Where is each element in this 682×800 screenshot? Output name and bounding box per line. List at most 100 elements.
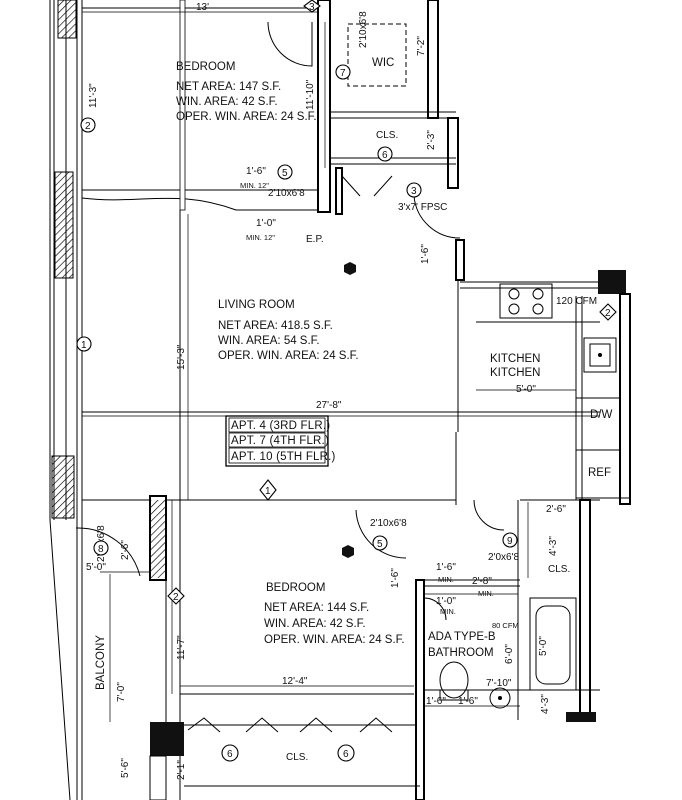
bathroom-title-2: BATHROOM [428, 647, 494, 659]
dim-5-0: 5'-0" [538, 636, 549, 656]
door-size-bath-closet: 2'0x6'8 [488, 552, 520, 563]
dim-living-height: 15'-3" [176, 344, 187, 370]
dim-left-11-3: 11'-3" [88, 83, 99, 108]
dim-1-6-a: 1'-6" [246, 166, 266, 177]
svg-text:6: 6 [343, 749, 349, 760]
closet-label-bottom: CLS. [286, 752, 308, 763]
svg-text:1: 1 [265, 486, 271, 497]
svg-text:2: 2 [605, 308, 611, 319]
min12-note-a: MIN. 12" [240, 181, 269, 190]
dim-2-6: 2'-6" [120, 540, 131, 560]
keynote-tags: 2 1 1 7 3 6 5 3 2 5 8 2 9 6 6 [76, 0, 617, 762]
min-note-c: MIN. [478, 589, 494, 598]
ep-label: E.P. [306, 234, 324, 245]
ceiling-marker-living [344, 262, 356, 275]
svg-text:5: 5 [377, 539, 383, 550]
top-bedroom-net-area: NET AREA: 147 S.F. [176, 81, 281, 93]
door-size-bottom-bedroom: 2'10x6'8 [370, 518, 407, 529]
svg-text:2: 2 [85, 121, 91, 132]
bottom-bedroom-net-area: NET AREA: 144 S.F. [264, 602, 369, 614]
tag-1-center: 1 [259, 479, 277, 501]
svg-text:3: 3 [309, 2, 315, 13]
top-bedroom-oper-win-area: OPER. WIN. AREA: 24 S.F. [176, 111, 317, 123]
dim-2-8: 2'-8" [472, 576, 492, 587]
apartment-label-box: APT. 4 (3RD FLR.) APT. 7 (4TH FLR.) APT.… [225, 415, 336, 467]
dim-1-6-b: 1'-6" [420, 244, 431, 264]
stove-icon [499, 283, 553, 319]
tag-5-top: 5 [277, 164, 293, 180]
tag-7: 7 [335, 64, 351, 80]
door-size-top-bedroom: 2'10x6'8 [268, 188, 305, 199]
ceiling-marker-bedroom [342, 545, 354, 558]
svg-text:8: 8 [98, 544, 104, 555]
bath-fan-label: 80 CFM [492, 621, 519, 630]
svg-text:2: 2 [173, 592, 179, 603]
dim-7-10: 7'-10" [486, 678, 512, 689]
dim-balcony-bottom: 5'-6" [120, 758, 131, 778]
door-swings [75, 21, 505, 621]
closet-label-top: CLS. [376, 130, 398, 141]
bifold-closet-doors [187, 717, 393, 733]
tag-2-bottom: 2 [167, 587, 185, 605]
toilet-icon [439, 661, 469, 701]
dim-bottom-bed-height: 11'-7" [176, 635, 187, 660]
dim-6-0: 6'-0" [504, 644, 515, 664]
refrigerator-label: REF [588, 467, 611, 479]
closet-label-bath: CLS. [548, 564, 570, 575]
apt-label-4th: APT. 7 (4TH FLR.) [231, 435, 329, 447]
svg-text:7: 7 [340, 68, 346, 79]
hood-cfm-label: 120 CFM [556, 296, 597, 307]
dim-top-bed-height: 11'-10" [305, 79, 316, 110]
tag-9: 9 [502, 532, 518, 548]
svg-text:3: 3 [411, 186, 417, 197]
tag-3-mid: 3 [406, 182, 422, 198]
wic-label: WIC [372, 57, 394, 69]
dim-4-3: 4'-3" [548, 536, 559, 556]
tag-6-top: 6 [377, 146, 393, 162]
dim-balcony-door-width: 5'-0" [86, 562, 106, 573]
dim-1-6-f: 1'-6" [458, 696, 478, 707]
dim-4-3-b: 4'-3" [540, 694, 551, 714]
fireplace-label: 3'x7' FPSC [398, 202, 447, 213]
tag-6-bottom-b: 6 [337, 744, 355, 762]
min-note-a: MIN. [438, 575, 454, 584]
tag-6-bottom-a: 6 [221, 744, 239, 762]
kitchen-title: KITCHEN [490, 353, 540, 365]
dimension-lines [82, 11, 600, 722]
living-room-title: LIVING ROOM [218, 299, 295, 311]
bath-sink-icon [489, 687, 511, 709]
tag-1-left: 1 [76, 336, 92, 352]
dim-2-1: 2'-1" [176, 760, 187, 780]
svg-text:1: 1 [81, 340, 87, 351]
bottom-bedroom-win-area: WIN. AREA: 42 S.F. [264, 618, 366, 630]
svg-text:6: 6 [227, 749, 233, 760]
min-note-b: MIN. [440, 607, 456, 616]
kitchen-sink-icon [583, 337, 617, 373]
svg-text:5: 5 [282, 168, 288, 179]
kitchen-walls [460, 270, 631, 505]
dim-closet-top-height: 2'-3" [426, 130, 437, 150]
door-size-wic: 2'10x6'8 [358, 11, 369, 48]
left-facade [49, 0, 83, 800]
dim-top-width: 13' [196, 2, 209, 13]
dim-living-width: 27'-8" [316, 400, 342, 411]
top-bedroom-title: BEDROOM [176, 61, 235, 73]
dim-1-0: 1'-0" [256, 218, 276, 229]
top-bedroom-walls [81, 0, 459, 215]
balcony-label: BALCONY [95, 635, 107, 690]
tag-2-top-left: 2 [80, 117, 96, 133]
svg-text:9: 9 [507, 536, 513, 547]
dim-bottom-bed-width: 12'-4" [282, 676, 308, 687]
bathroom-title: ADA TYPE-B [428, 631, 496, 643]
apt-label-5th: APT. 10 (5TH FLR.) [231, 451, 336, 463]
kitchen-title-2: KITCHEN [490, 367, 540, 379]
dim-kitchen-width: 5'-0" [516, 384, 536, 395]
living-room-oper-win-area: OPER. WIN. AREA: 24 S.F. [218, 350, 359, 362]
dim-wic-height: 7'-2" [416, 36, 427, 56]
wic-outline [347, 23, 407, 87]
dim-1-0-b: 1'-0" [436, 596, 456, 607]
dim-1-6-c: 1'-6" [436, 562, 456, 573]
living-room-win-area: WIN. AREA: 54 S.F. [218, 335, 320, 347]
apt-label-3rd: APT. 4 (3RD FLR.) [231, 420, 330, 432]
top-bedroom-win-area: WIN. AREA: 42 S.F. [176, 96, 278, 108]
